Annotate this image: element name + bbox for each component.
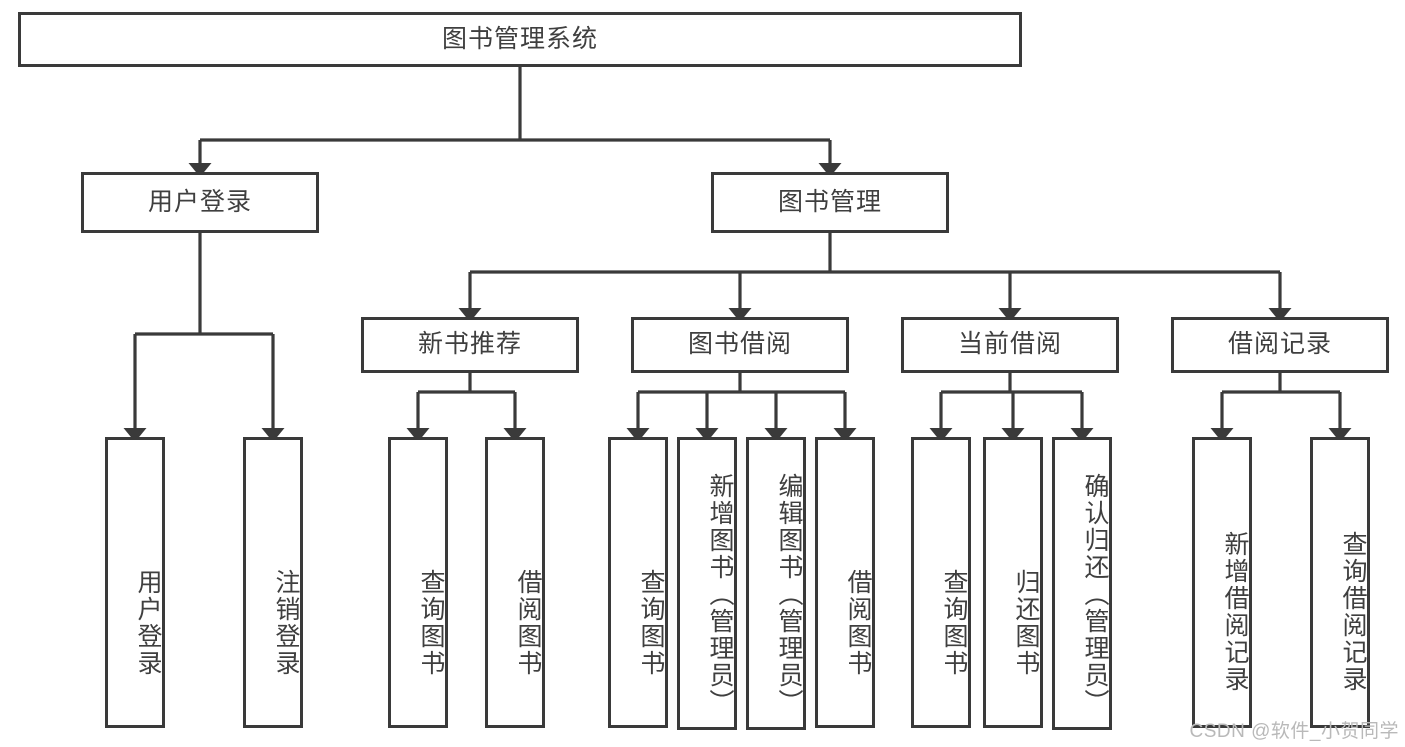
leaf-confirm-return-label: 确认归还（管理员） <box>1081 473 1109 716</box>
node-book-borrow[interactable]: 图书借阅 <box>631 317 849 373</box>
leaf-add-borrow-record[interactable]: 新增借阅记录 <box>1192 437 1252 728</box>
node-root-label: 图书管理系统 <box>441 24 598 53</box>
node-current-borrow[interactable]: 当前借阅 <box>901 317 1119 373</box>
leaf-edit-book[interactable]: 编辑图书（管理员） <box>746 437 806 730</box>
node-new-book-recommend[interactable]: 新书推荐 <box>361 317 579 373</box>
leaf-add-book[interactable]: 新增图书（管理员） <box>677 437 737 730</box>
node-new-book-recommend-label: 新书推荐 <box>417 330 522 359</box>
node-book-borrow-label: 图书借阅 <box>687 330 792 359</box>
node-user-login[interactable]: 用户登录 <box>81 172 319 233</box>
watermark-text: CSDN @软件_小贺同学 <box>1189 721 1399 742</box>
leaf-add-borrow-record-label: 新增借阅记录 <box>1221 530 1249 693</box>
leaf-query-book-2[interactable]: 查询图书 <box>608 437 668 728</box>
leaf-query-book-2-label: 查询图书 <box>637 568 665 677</box>
node-current-borrow-label: 当前借阅 <box>957 330 1062 359</box>
node-book-manage-label: 图书管理 <box>777 187 882 216</box>
leaf-confirm-return[interactable]: 确认归还（管理员） <box>1052 437 1112 730</box>
node-root[interactable]: 图书管理系统 <box>18 12 1022 67</box>
node-borrow-record-label: 借阅记录 <box>1227 330 1332 359</box>
leaf-return-book[interactable]: 归还图书 <box>983 437 1043 728</box>
node-borrow-record[interactable]: 借阅记录 <box>1171 317 1389 373</box>
leaf-query-book-1-label: 查询图书 <box>417 568 445 677</box>
node-book-manage[interactable]: 图书管理 <box>711 172 949 233</box>
leaf-query-borrow-record[interactable]: 查询借阅记录 <box>1310 437 1370 728</box>
leaf-query-book-1[interactable]: 查询图书 <box>388 437 448 728</box>
leaf-borrow-book-1-label: 借阅图书 <box>514 568 542 677</box>
leaf-borrow-book-2[interactable]: 借阅图书 <box>815 437 875 728</box>
leaf-user-login[interactable]: 用户登录 <box>105 437 165 728</box>
leaf-borrow-book-1[interactable]: 借阅图书 <box>485 437 545 728</box>
leaf-return-book-label: 归还图书 <box>1012 568 1040 677</box>
node-user-login-label: 用户登录 <box>147 187 252 216</box>
leaf-user-logout[interactable]: 注销登录 <box>243 437 303 728</box>
leaf-add-book-label: 新增图书（管理员） <box>706 473 734 716</box>
leaf-query-borrow-record-label: 查询借阅记录 <box>1339 530 1367 693</box>
leaf-user-login-label: 用户登录 <box>134 568 162 677</box>
leaf-user-logout-label: 注销登录 <box>272 568 300 677</box>
leaf-edit-book-label: 编辑图书（管理员） <box>775 473 803 716</box>
leaf-borrow-book-2-label: 借阅图书 <box>844 568 872 677</box>
leaf-query-book-3-label: 查询图书 <box>940 568 968 677</box>
leaf-query-book-3[interactable]: 查询图书 <box>911 437 971 728</box>
